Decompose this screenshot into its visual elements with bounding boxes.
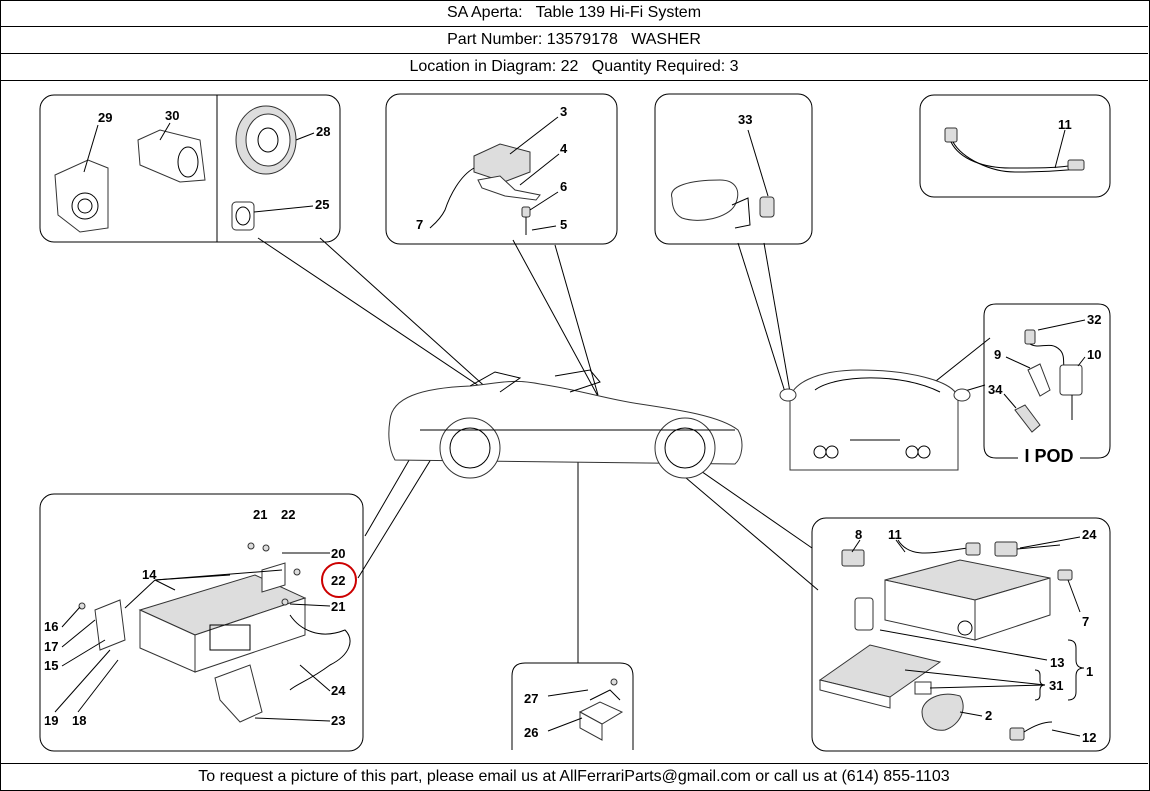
callout-4: 4 [560,141,568,156]
car-side-view [388,369,743,479]
ipod-label: I POD [1024,446,1073,466]
callout-28: 28 [316,124,330,139]
callout-16: 16 [44,619,58,634]
contact-footer: To request a picture of this part, pleas… [0,763,1148,790]
callout-11-cable: 11 [1058,117,1072,132]
callout-21-top: 21 [253,507,267,522]
box-mirror: 33 [654,93,813,245]
callout-25: 25 [315,197,329,212]
callout-32: 32 [1087,312,1101,327]
callout-14: 14 [142,567,157,582]
box-speakers: 29 30 28 25 [39,94,341,243]
callout-2: 2 [985,708,992,723]
callout-6: 6 [560,179,567,194]
box-head-unit: 8 11 24 7 13 1 31 2 12 [811,517,1111,752]
callout-8: 8 [855,527,862,542]
callout-33: 33 [738,112,752,127]
part-number: Part Number: 13579178 WASHER [0,27,1148,54]
callout-12: 12 [1082,730,1096,745]
callout-22-top: 22 [281,507,295,522]
callout-30: 30 [165,108,179,123]
callout-24-amp: 24 [331,683,346,698]
callout-9: 9 [994,347,1001,362]
callout-23: 23 [331,713,345,728]
box-antenna: 3 4 6 5 7 [385,93,618,245]
callout-34: 34 [988,382,1003,397]
callout-7-head-unit: 7 [1082,614,1089,629]
callout-18: 18 [72,713,86,728]
location-info: Location in Diagram: 22 Quantity Require… [0,54,1148,81]
callout-11-head-unit: 11 [888,527,902,542]
callout-22-highlighted: 22 [331,573,345,588]
car-rear-view [779,369,971,471]
callout-26: 26 [524,725,538,740]
callout-15: 15 [44,658,58,673]
callout-20: 20 [331,546,345,561]
callout-10: 10 [1087,347,1101,362]
box-amplifier: 21 22 20 22 21 14 16 17 15 19 18 24 23 [39,493,364,752]
callout-19: 19 [44,713,58,728]
callout-3: 3 [560,104,567,119]
callout-17: 17 [44,639,58,654]
callout-5: 5 [560,217,567,232]
callout-7-antenna: 7 [416,217,423,232]
callout-31: 31 [1049,678,1063,693]
callout-1: 1 [1086,664,1093,679]
highlight-circle [321,562,357,598]
box-bracket: 27 26 [511,662,634,750]
callout-21-bottom: 21 [331,599,345,614]
page-title: SA Aperta: Table 139 Hi-Fi System [0,0,1148,27]
box-ipod: I POD 32 9 10 34 [983,303,1111,466]
callout-24-head-unit: 24 [1082,527,1097,542]
box-cable: 11 [919,94,1111,198]
callout-27: 27 [524,691,538,706]
callout-29: 29 [98,110,112,125]
callout-13: 13 [1050,655,1064,670]
